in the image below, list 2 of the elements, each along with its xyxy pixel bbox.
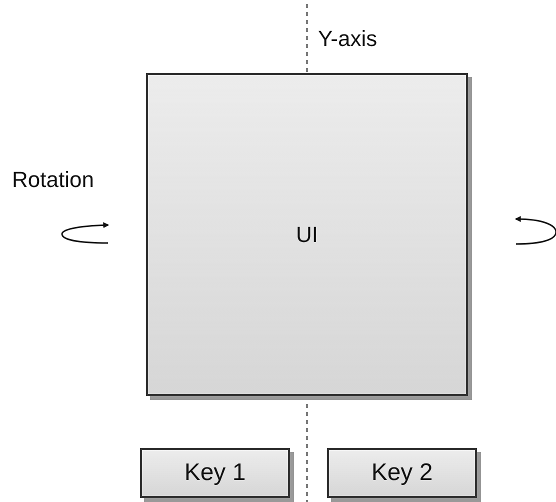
axis-label: Y-axis [318,26,378,52]
rotation-label: Rotation [12,167,94,193]
